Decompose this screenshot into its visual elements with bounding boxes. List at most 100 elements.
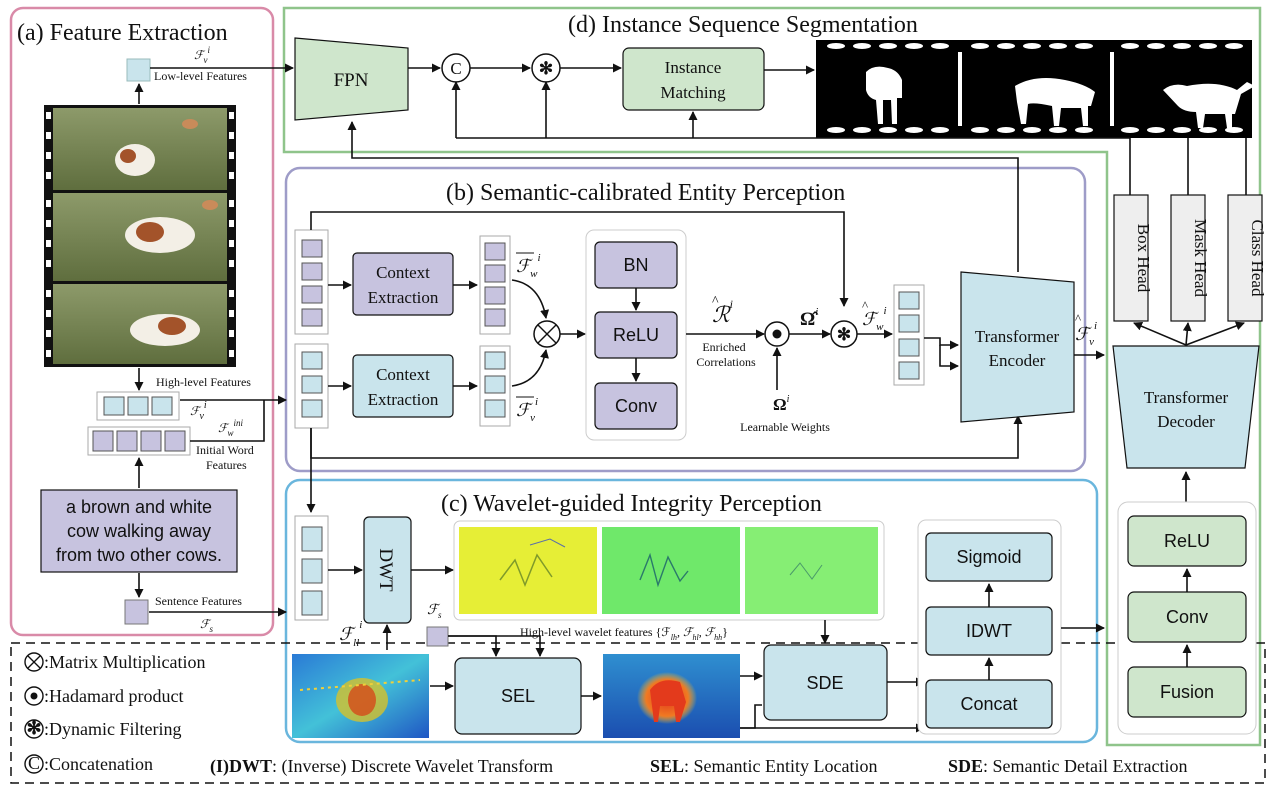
- sentence-label: Sentence Features: [155, 594, 242, 608]
- transformer-decoder-label-1: Transformer: [1144, 388, 1229, 407]
- svg-text:ℱvi: ℱvi: [516, 396, 538, 424]
- calibrated-visual-column: [479, 345, 511, 427]
- svg-text:ℱwi: ℱwi: [516, 252, 541, 280]
- sigmoid-label: Sigmoid: [956, 547, 1021, 567]
- section-title-c: (c) Wavelet-guided Integrity Perception: [441, 491, 822, 517]
- arrow-decoder-to-mask: [1182, 322, 1192, 346]
- ce-visual-label-1: Context: [376, 365, 430, 384]
- omega-hat-symbol: Ω̂i: [800, 306, 818, 330]
- word-label-1: Initial Word: [196, 443, 254, 457]
- fw-hat-symbol: ℱwi: [862, 305, 887, 333]
- svg-text:C: C: [28, 753, 40, 773]
- legend-concat-label: :Concatenation: [44, 754, 153, 774]
- sentence-symbol: ℱs: [200, 617, 213, 634]
- context-extraction-word-block: [352, 252, 454, 316]
- arrow-fw-hat-to-encoder: [924, 337, 959, 350]
- high-level-feature-block: [96, 391, 180, 421]
- wavelet-map-hh: [745, 527, 878, 614]
- instance-matching-label-2: Matching: [660, 83, 726, 102]
- line-map-to-sde-2: [740, 704, 762, 729]
- fs-symbol-c: ℱs: [427, 603, 442, 620]
- video-filmstrip: [44, 105, 236, 367]
- arrow-visual-to-matmul: [511, 349, 549, 387]
- fv-hat-accent: ^: [1075, 311, 1081, 326]
- concat-symbol: C: [450, 59, 461, 78]
- sentence-feature-block: [124, 599, 149, 625]
- enriched-label-1: Enriched: [702, 340, 745, 354]
- low-level-feature-block: [126, 58, 151, 82]
- fll-symbol: ℱlli: [339, 619, 362, 649]
- fw-hat-accent: ^: [862, 298, 868, 313]
- fw-hat-column: [893, 284, 925, 386]
- box-head-block: [1113, 194, 1149, 322]
- sel-heatmap: [603, 654, 740, 738]
- arrow-fs-to-sel: [448, 635, 501, 657]
- arrow-decoder-to-box: [1133, 321, 1187, 346]
- frame-entity-perception: [284, 166, 1087, 473]
- conv-label-d: Conv: [1166, 607, 1208, 627]
- fv-bar-symbol: ℱvi: [516, 396, 538, 424]
- conv-block-b: [594, 382, 678, 430]
- fpn-block: [294, 37, 409, 121]
- fpn-label: FPN: [334, 70, 369, 91]
- omega-symbol: Ωi: [773, 394, 790, 414]
- ce-visual-label-2: Extraction: [368, 390, 439, 409]
- arrow-fw-hat-to-encoder-2: [939, 345, 959, 371]
- transformer-decoder-block: [1112, 345, 1260, 469]
- instance-matching-block: [622, 47, 765, 111]
- sentence-line-2: cow walking away: [67, 521, 211, 541]
- transformer-encoder-label-1: Transformer: [975, 327, 1060, 346]
- mask-head-label: Mask Head: [1191, 219, 1210, 297]
- sentence-line-3: from two other cows.: [56, 545, 222, 565]
- fv-hat-symbol: ℱvi: [1075, 320, 1097, 348]
- dynamic-filter-symbol-b: ✻: [837, 325, 851, 344]
- frame-feature-extraction: [9, 6, 275, 637]
- legend-dwt: (I)DWT: (Inverse) Discrete Wavelet Trans…: [210, 756, 553, 777]
- sentence-line-1: a brown and white: [66, 497, 212, 517]
- visual-feature-column-c: [294, 515, 329, 621]
- relu-label-d: ReLU: [1164, 531, 1210, 551]
- legend-matrix-label: :Matrix Multiplication: [44, 652, 205, 672]
- arrow-fs-to-sel-2: [448, 635, 545, 657]
- low-level-symbol: ℱvi: [194, 45, 210, 65]
- ll-heatmap: [292, 654, 429, 738]
- sentence-text-box: [40, 489, 238, 573]
- dwt-label: DWT: [375, 548, 396, 592]
- visual-feature-column: [294, 343, 329, 429]
- fw-bar-symbol: ℱwi: [516, 252, 541, 280]
- sigmoid-block: [925, 532, 1053, 582]
- transformer-encoder-block: [960, 271, 1075, 423]
- relu-block-d: [1127, 515, 1247, 567]
- low-level-label: Low-level Features: [154, 69, 247, 83]
- frame-instance-segmentation: [282, 6, 1262, 747]
- legend-sde: SDE: Semantic Detail Extraction: [948, 756, 1187, 776]
- mask-head-block: [1170, 194, 1206, 322]
- box-head-label: Box Head: [1134, 224, 1153, 293]
- dynamic-filter-symbol-d: ✻: [539, 59, 553, 78]
- line-word-to-b: [190, 400, 265, 442]
- arrow-encoder-to-fpn: [347, 121, 1019, 272]
- learnable-label: Learnable Weights: [740, 420, 830, 434]
- section-title-b: (b) Semantic-calibrated Entity Perceptio…: [446, 180, 845, 206]
- arrow-decoder-to-class: [1185, 321, 1245, 346]
- word-label-2: Features: [206, 458, 247, 472]
- transformer-decoder-label-2: Decoder: [1157, 412, 1215, 431]
- section-title-d: (d) Instance Sequence Segmentation: [568, 12, 918, 38]
- wavelet-map-lh: [459, 527, 597, 614]
- svg-text:✻: ✻: [26, 718, 41, 738]
- word-feature-block: [87, 426, 191, 456]
- legend-concat-icon: [24, 754, 44, 774]
- r-hat-accent: ^: [712, 294, 719, 309]
- sde-label: SDE: [806, 673, 843, 693]
- relu-label-b: ReLU: [613, 325, 659, 345]
- instance-matching-label-1: Instance: [665, 58, 722, 77]
- word-feature-column: [294, 229, 329, 335]
- class-head-block: [1227, 194, 1263, 322]
- section-title-a: (a) Feature Extraction: [17, 20, 228, 46]
- sel-label: SEL: [501, 686, 535, 706]
- fs-block-c: [426, 626, 449, 647]
- transformer-encoder-label-2: Encoder: [989, 351, 1046, 370]
- bn-label: BN: [623, 255, 648, 275]
- legend-hadamard-label: :Hadamard product: [44, 686, 183, 706]
